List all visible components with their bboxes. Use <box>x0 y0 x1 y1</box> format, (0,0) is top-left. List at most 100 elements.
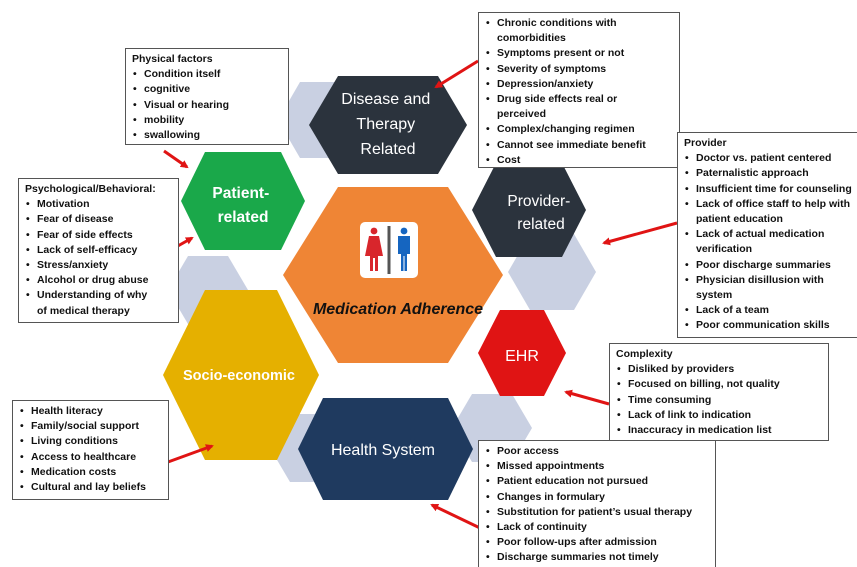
list-item-continuation: verification <box>696 243 753 256</box>
list-item: Access to healthcare <box>19 450 162 465</box>
health-label: Health System <box>331 442 435 459</box>
health-hexagon <box>298 398 473 500</box>
list-item: Cannot see immediate benefit <box>485 138 673 153</box>
list-item: Focused on billing, not quality <box>616 377 822 392</box>
list-item: Physician disillusion with <box>684 273 857 288</box>
list-item: Patient education not pursued <box>485 474 709 489</box>
disease-factors-box: Chronic conditions with comorbidities Sy… <box>478 12 680 168</box>
psych-heading: Psychological/Behavioral: <box>25 183 156 195</box>
list-item: Severity of symptoms <box>485 62 673 77</box>
restroom-icon <box>360 222 418 278</box>
list-item: Poor communication skills <box>684 318 857 333</box>
list-item: Inaccuracy in medication list <box>616 423 822 438</box>
socio-list: Health literacy Family/social support Li… <box>19 404 162 495</box>
list-item: Fear of disease <box>25 212 172 227</box>
list-item: Condition itself <box>132 67 282 82</box>
list-item: Chronic conditions with <box>485 16 673 31</box>
list-item: Family/social support <box>19 419 162 434</box>
health-list: Poor access Missed appointments Patient … <box>485 444 709 566</box>
psychological-factors-box: Psychological/Behavioral: Motivation Fea… <box>18 178 179 323</box>
list-item-continuation: patient education <box>696 213 783 226</box>
ehr-heading: Complexity <box>616 348 673 360</box>
list-item: Changes in formulary <box>485 490 709 505</box>
patient-label-line1: Patient- <box>212 185 269 202</box>
list-item: swallowing <box>132 128 282 143</box>
health-system-factors-box: Poor access Missed appointments Patient … <box>478 440 716 567</box>
list-item: Living conditions <box>19 434 162 449</box>
ehr-factors-box: Complexity Disliked by providers Focused… <box>609 343 829 441</box>
list-item: Drug side effects real or <box>485 92 673 107</box>
disease-label-line1: Disease and <box>341 91 430 108</box>
disease-label-line2: Therapy <box>356 116 415 133</box>
provider-label-line2: related <box>517 216 564 233</box>
disease-hexagon <box>309 76 467 174</box>
list-item: Stress/anxiety <box>25 258 172 273</box>
list-item: Doctor vs. patient centered <box>684 151 857 166</box>
list-item: Motivation <box>25 197 172 212</box>
list-item: Fear of side effects <box>25 228 172 243</box>
arrow-disease <box>434 59 479 89</box>
list-item: Substitution for patient’s usual therapy <box>485 505 709 520</box>
center-title: Medication Adherence <box>313 301 483 318</box>
list-item: Lack of a team <box>684 303 857 318</box>
list-item: Disliked by providers <box>616 362 822 377</box>
provider-hexagon <box>472 163 586 257</box>
ehr-label: EHR <box>505 348 539 365</box>
arrow-ehr <box>564 389 610 406</box>
disease-list: Chronic conditions with comorbidities Sy… <box>485 16 673 168</box>
svg-text:Disease and Therapy Re: Disease and Therapy Related <box>341 91 434 158</box>
list-item: Insufficient time for counseling <box>684 182 857 197</box>
list-item: Paternalistic approach <box>684 166 857 181</box>
socio-factors-box: Health literacy Family/social support Li… <box>12 400 169 500</box>
list-item: Lack of self-efficacy <box>25 243 172 258</box>
list-item: Depression/anxiety <box>485 77 673 92</box>
list-item: Alcohol or drug abuse <box>25 273 172 288</box>
ehr-hexagon <box>478 310 566 396</box>
provider-heading: Provider <box>684 137 727 149</box>
list-item: Poor follow-ups after admission <box>485 535 709 550</box>
physical-list: Condition itself cognitive Visual or hea… <box>132 67 282 143</box>
arrows <box>159 59 678 530</box>
disease-label-line3: Related <box>360 141 415 158</box>
socio-label: Socio-economic <box>183 368 295 384</box>
arrow-provider <box>602 221 678 246</box>
arrow-socio <box>167 444 214 464</box>
provider-label-line1: Provider- <box>507 193 570 210</box>
list-item-continuation: perceived <box>497 108 547 121</box>
list-item: Visual or hearing <box>132 98 282 113</box>
list-item: Health literacy <box>19 404 162 419</box>
provider-list: Doctor vs. patient centered Paternalisti… <box>684 151 857 334</box>
list-item: Medication costs <box>19 465 162 480</box>
list-item: mobility <box>132 113 282 128</box>
provider-factors-box: Provider Doctor vs. patient centered Pat… <box>677 132 857 338</box>
list-item: Lack of office staff to help with <box>684 197 857 212</box>
arrow-health <box>430 503 481 530</box>
physical-factors-box: Physical factors Condition itself cognit… <box>125 48 289 145</box>
list-item: Missed appointments <box>485 459 709 474</box>
list-item-continuation: comorbidities <box>497 32 566 45</box>
svg-text:Patient- related: Patient- related <box>212 185 273 226</box>
list-item: Time consuming <box>616 393 822 408</box>
list-item-continuation: of medical therapy <box>37 304 130 317</box>
list-item: Poor access <box>485 444 709 459</box>
list-item: Discharge summaries not timely <box>485 550 709 565</box>
list-item: Lack of actual medication <box>684 227 857 242</box>
patient-label-line2: related <box>218 209 269 226</box>
list-item: Understanding of why <box>25 288 172 303</box>
psych-list: Motivation Fear of disease Fear of side … <box>25 197 172 319</box>
list-item: Poor discharge summaries <box>684 258 857 273</box>
list-item: Lack of continuity <box>485 520 709 535</box>
svg-text:Provider- related: Provider- related <box>507 193 574 233</box>
patient-hexagon <box>181 152 305 250</box>
list-item-continuation: system <box>696 289 733 302</box>
list-item: Symptoms present or not <box>485 46 673 61</box>
list-item: Cultural and lay beliefs <box>19 480 162 495</box>
ehr-list: Disliked by providers Focused on billing… <box>616 362 822 438</box>
list-item: cognitive <box>132 82 282 97</box>
list-item: Complex/changing regimen <box>485 122 673 137</box>
socio-hexagon <box>163 290 319 460</box>
list-item: Lack of link to indication <box>616 408 822 423</box>
arrow-physical <box>163 149 189 169</box>
physical-heading: Physical factors <box>132 53 213 65</box>
